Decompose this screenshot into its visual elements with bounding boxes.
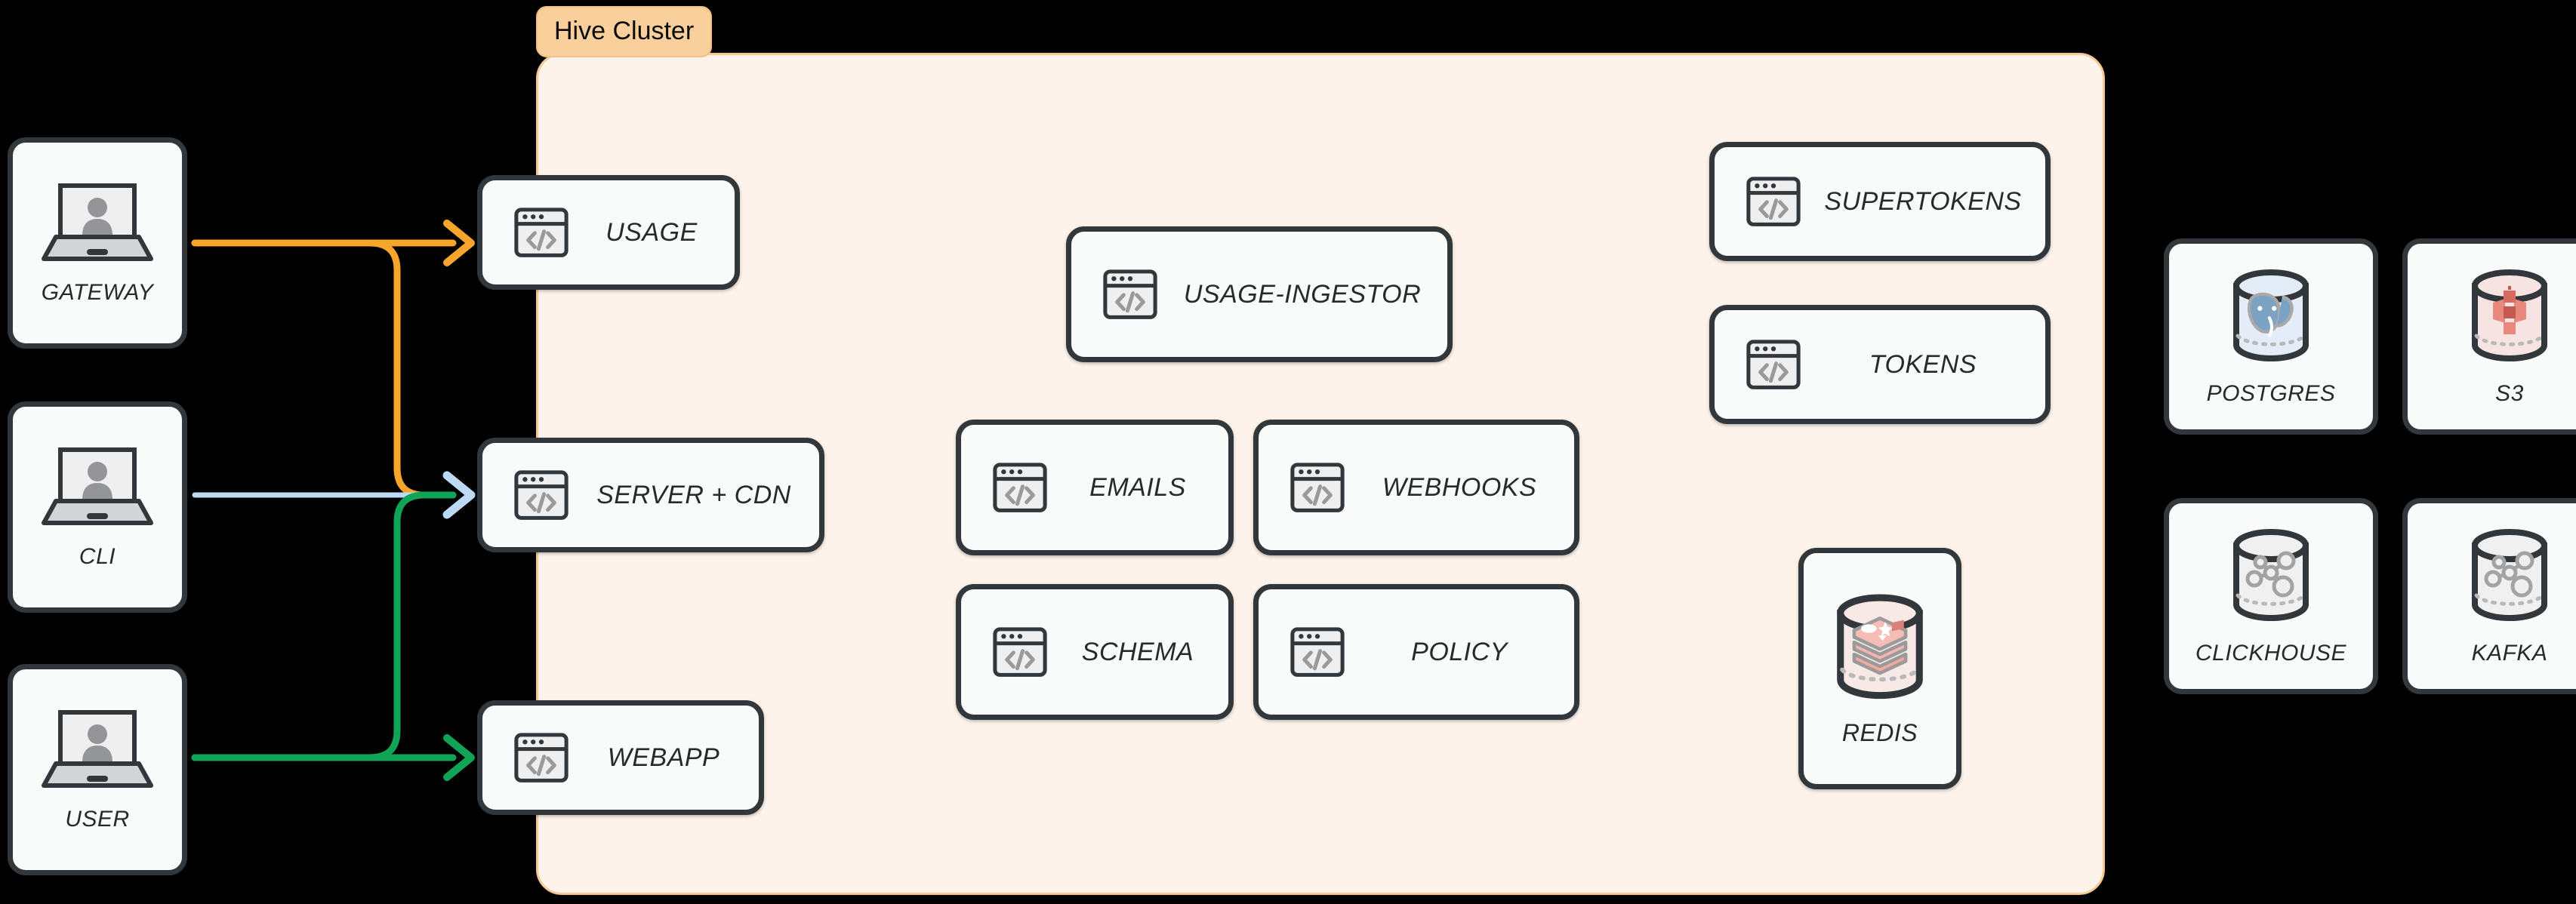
s3-cylinder-icon bbox=[2472, 269, 2547, 361]
service-label-policy: POLICY bbox=[1411, 637, 1508, 666]
code-window-icon bbox=[514, 208, 569, 257]
edge-user-to-webapp bbox=[191, 734, 475, 781]
node-label-cli: CLI bbox=[79, 543, 116, 569]
nodegraph-cylinder-icon bbox=[2472, 529, 2547, 621]
code-window-icon bbox=[1290, 463, 1345, 512]
node-card-gateway[interactable]: GATEWAY bbox=[8, 137, 187, 349]
s3-cylinder-icon bbox=[2460, 266, 2559, 366]
service-card-emails[interactable]: EMAILS bbox=[956, 420, 1234, 555]
code-window-icon bbox=[1290, 463, 1345, 512]
code-window-icon bbox=[514, 733, 569, 783]
service-label-server-cdn: SERVER + CDN bbox=[596, 480, 791, 509]
laptop-user-icon bbox=[42, 709, 153, 788]
service-card-server-cdn[interactable]: SERVER + CDN bbox=[477, 438, 824, 552]
service-card-policy[interactable]: POLICY bbox=[1253, 584, 1579, 720]
redis-cylinder-icon bbox=[1837, 594, 1923, 699]
edge-gateway-to-usage bbox=[191, 220, 475, 266]
code-window-icon bbox=[1746, 340, 1801, 389]
code-window-icon bbox=[993, 463, 1047, 512]
node-label-gateway: GATEWAY bbox=[41, 279, 154, 305]
code-window-icon bbox=[514, 208, 569, 257]
node-card-cli[interactable]: CLI bbox=[8, 401, 187, 613]
hive-cluster-badge-label: Hive Cluster bbox=[554, 17, 695, 45]
laptop-user-icon bbox=[41, 181, 154, 265]
node-card-redis[interactable]: REDIS bbox=[1798, 548, 1961, 789]
nodegraph-cylinder-icon bbox=[2233, 529, 2309, 621]
service-label-schema: SCHEMA bbox=[1081, 637, 1194, 666]
edge-gateway-to-server-cdn bbox=[191, 239, 457, 499]
laptop-user-icon bbox=[41, 445, 154, 529]
nodegraph-cylinder-icon bbox=[2221, 526, 2321, 626]
node-label-kafka: KAFKA bbox=[2471, 641, 2548, 666]
service-label-emails: EMAILS bbox=[1089, 472, 1186, 502]
laptop-user-icon bbox=[42, 447, 153, 525]
node-label-redis: REDIS bbox=[1841, 718, 1918, 746]
node-card-clickhouse[interactable]: CLICKHOUSE bbox=[2164, 498, 2378, 694]
node-card-s3[interactable]: S3 bbox=[2402, 238, 2576, 435]
code-window-icon bbox=[1290, 627, 1345, 677]
code-window-icon bbox=[1746, 177, 1801, 226]
service-label-webhooks: WEBHOOKS bbox=[1382, 472, 1537, 502]
code-window-icon bbox=[1746, 177, 1801, 226]
postgres-cylinder-icon bbox=[2221, 266, 2321, 366]
service-card-usage-ingestor[interactable]: USAGE-INGESTOR bbox=[1066, 226, 1453, 362]
code-window-icon bbox=[1290, 627, 1345, 677]
laptop-user-icon bbox=[42, 183, 153, 261]
hive-cluster-badge: Hive Cluster bbox=[536, 6, 713, 57]
code-window-icon bbox=[993, 627, 1047, 677]
code-window-icon bbox=[993, 627, 1047, 677]
nodegraph-cylinder-icon bbox=[2460, 526, 2559, 626]
code-window-icon bbox=[1746, 340, 1801, 389]
code-window-icon bbox=[514, 733, 569, 783]
node-label-clickhouse: CLICKHOUSE bbox=[2195, 641, 2347, 666]
service-card-webhooks[interactable]: WEBHOOKS bbox=[1253, 420, 1579, 555]
code-window-icon bbox=[1103, 269, 1157, 319]
service-card-webapp[interactable]: WEBAPP bbox=[477, 700, 764, 815]
service-card-tokens[interactable]: TOKENS bbox=[1709, 305, 2051, 424]
service-label-supertokens: SUPERTOKENS bbox=[1824, 186, 2022, 216]
redis-cylinder-icon bbox=[1823, 591, 1937, 704]
node-label-user: USER bbox=[65, 806, 130, 832]
service-label-usage: USAGE bbox=[605, 217, 698, 247]
node-card-postgres[interactable]: POSTGRES bbox=[2164, 238, 2378, 435]
service-label-webapp: WEBAPP bbox=[607, 743, 720, 772]
code-window-icon bbox=[1103, 269, 1157, 319]
postgres-cylinder-icon bbox=[2233, 269, 2309, 361]
edge-cli-to-server-cdn bbox=[192, 471, 476, 519]
service-card-supertokens[interactable]: SUPERTOKENS bbox=[1709, 142, 2051, 261]
code-window-icon bbox=[514, 470, 569, 520]
edge-user-to-server-cdn bbox=[191, 491, 457, 761]
node-label-s3: S3 bbox=[2495, 381, 2524, 406]
service-card-schema[interactable]: SCHEMA bbox=[956, 584, 1234, 720]
service-label-tokens: TOKENS bbox=[1869, 349, 1977, 379]
node-card-user[interactable]: USER bbox=[8, 664, 187, 875]
service-card-usage[interactable]: USAGE bbox=[477, 175, 740, 290]
code-window-icon bbox=[993, 463, 1047, 512]
service-label-usage-ingestor: USAGE-INGESTOR bbox=[1183, 279, 1422, 309]
node-card-kafka[interactable]: KAFKA bbox=[2402, 498, 2576, 694]
node-label-postgres: POSTGRES bbox=[2206, 381, 2336, 406]
laptop-user-icon bbox=[41, 708, 154, 792]
code-window-icon bbox=[514, 470, 569, 520]
